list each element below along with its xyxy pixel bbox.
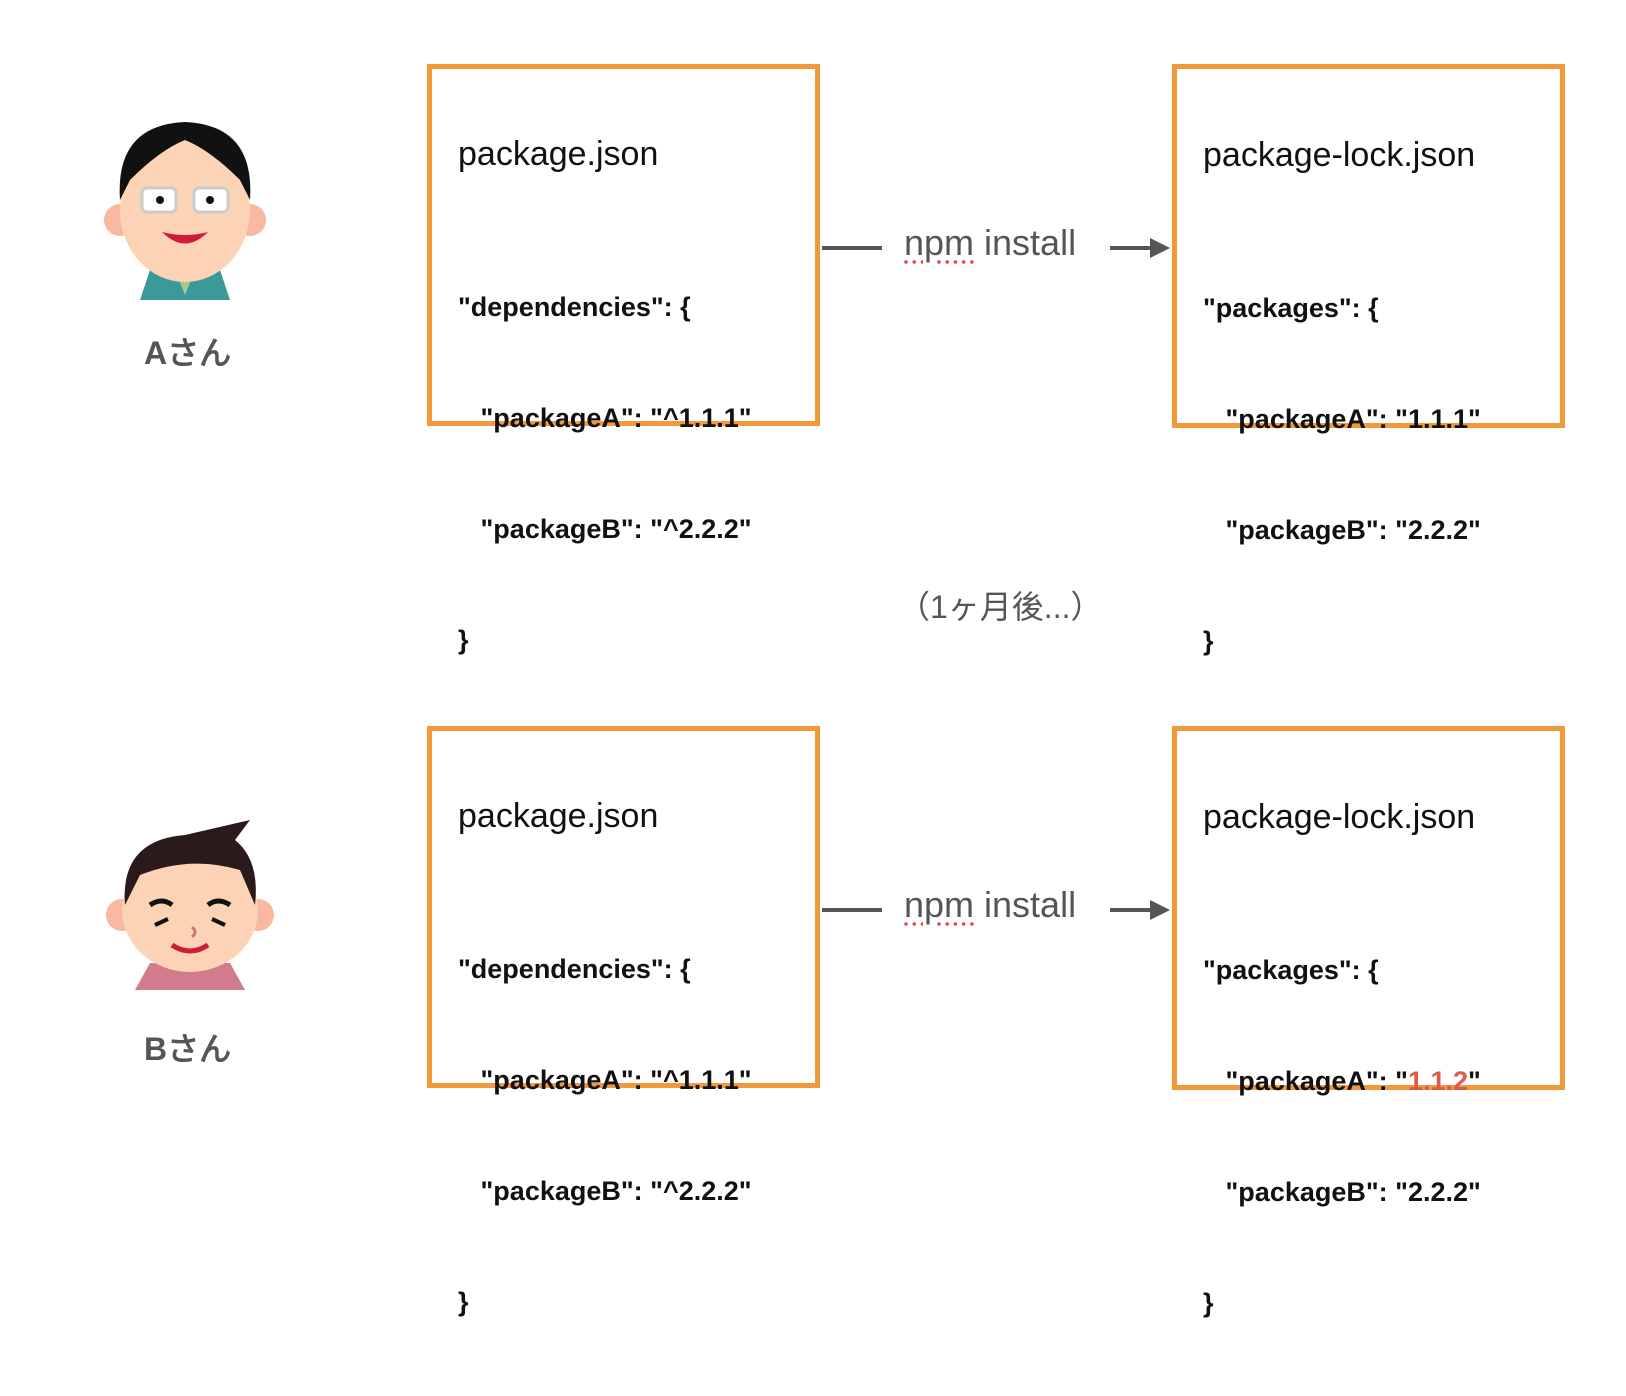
connector-line xyxy=(822,908,882,912)
code-line: } xyxy=(1203,1288,1214,1318)
npm-install-label: npm install xyxy=(904,884,1077,925)
arrow-head-icon xyxy=(1150,238,1170,258)
code-line: "packageA": "^1.1.1" xyxy=(458,403,752,433)
code-line: "packageB": "2.2.2" xyxy=(1203,1177,1481,1207)
code-line: "packageA": "^1.1.1" xyxy=(458,1065,752,1095)
avatar-b xyxy=(106,820,274,990)
box-title: package.json xyxy=(458,797,659,835)
package-json-box-a: package.json "dependencies": { "packageA… xyxy=(427,64,820,655)
package-lock-box-b: package-lock.json "packages": { "package… xyxy=(1172,726,1565,1318)
code-line: "packages": { xyxy=(1203,293,1379,323)
code-line: } xyxy=(1203,626,1214,656)
code-line: "packageB": "^2.2.2" xyxy=(458,1176,752,1206)
code-line: "packageB": "^2.2.2" xyxy=(458,514,752,544)
code-line: "dependencies": { xyxy=(458,954,691,984)
arrow-line xyxy=(1110,908,1160,912)
user-label-a: Aさん xyxy=(144,335,232,371)
interlude-label: （1ヶ月後...） xyxy=(898,589,1103,625)
box-title: package-lock.json xyxy=(1203,798,1476,836)
code-line: } xyxy=(458,1287,469,1317)
npm-install-label: npm install xyxy=(904,222,1077,263)
code-line: } xyxy=(458,625,469,655)
box-title: package.json xyxy=(458,135,659,173)
code-line: "packageA": "1.1.1" xyxy=(1203,404,1481,434)
code-line: "packages": { xyxy=(1203,955,1379,985)
changed-version: 1.1.2 xyxy=(1407,1066,1469,1096)
code-line: "dependencies": { xyxy=(458,292,691,322)
arrow-line xyxy=(1110,246,1160,250)
box-title: package-lock.json xyxy=(1203,136,1476,174)
code-line: "packageA": "1.1.2" xyxy=(1203,1066,1481,1096)
avatar-a xyxy=(104,122,266,300)
package-json-box-b: package.json "dependencies": { "packageA… xyxy=(427,726,820,1317)
arrow-head-icon xyxy=(1150,900,1170,920)
package-lock-box-a: package-lock.json "packages": { "package… xyxy=(1172,64,1565,656)
user-label-b: Bさん xyxy=(144,1031,232,1067)
code-line: "packageB": "2.2.2" xyxy=(1203,515,1481,545)
connector-line xyxy=(822,246,882,250)
